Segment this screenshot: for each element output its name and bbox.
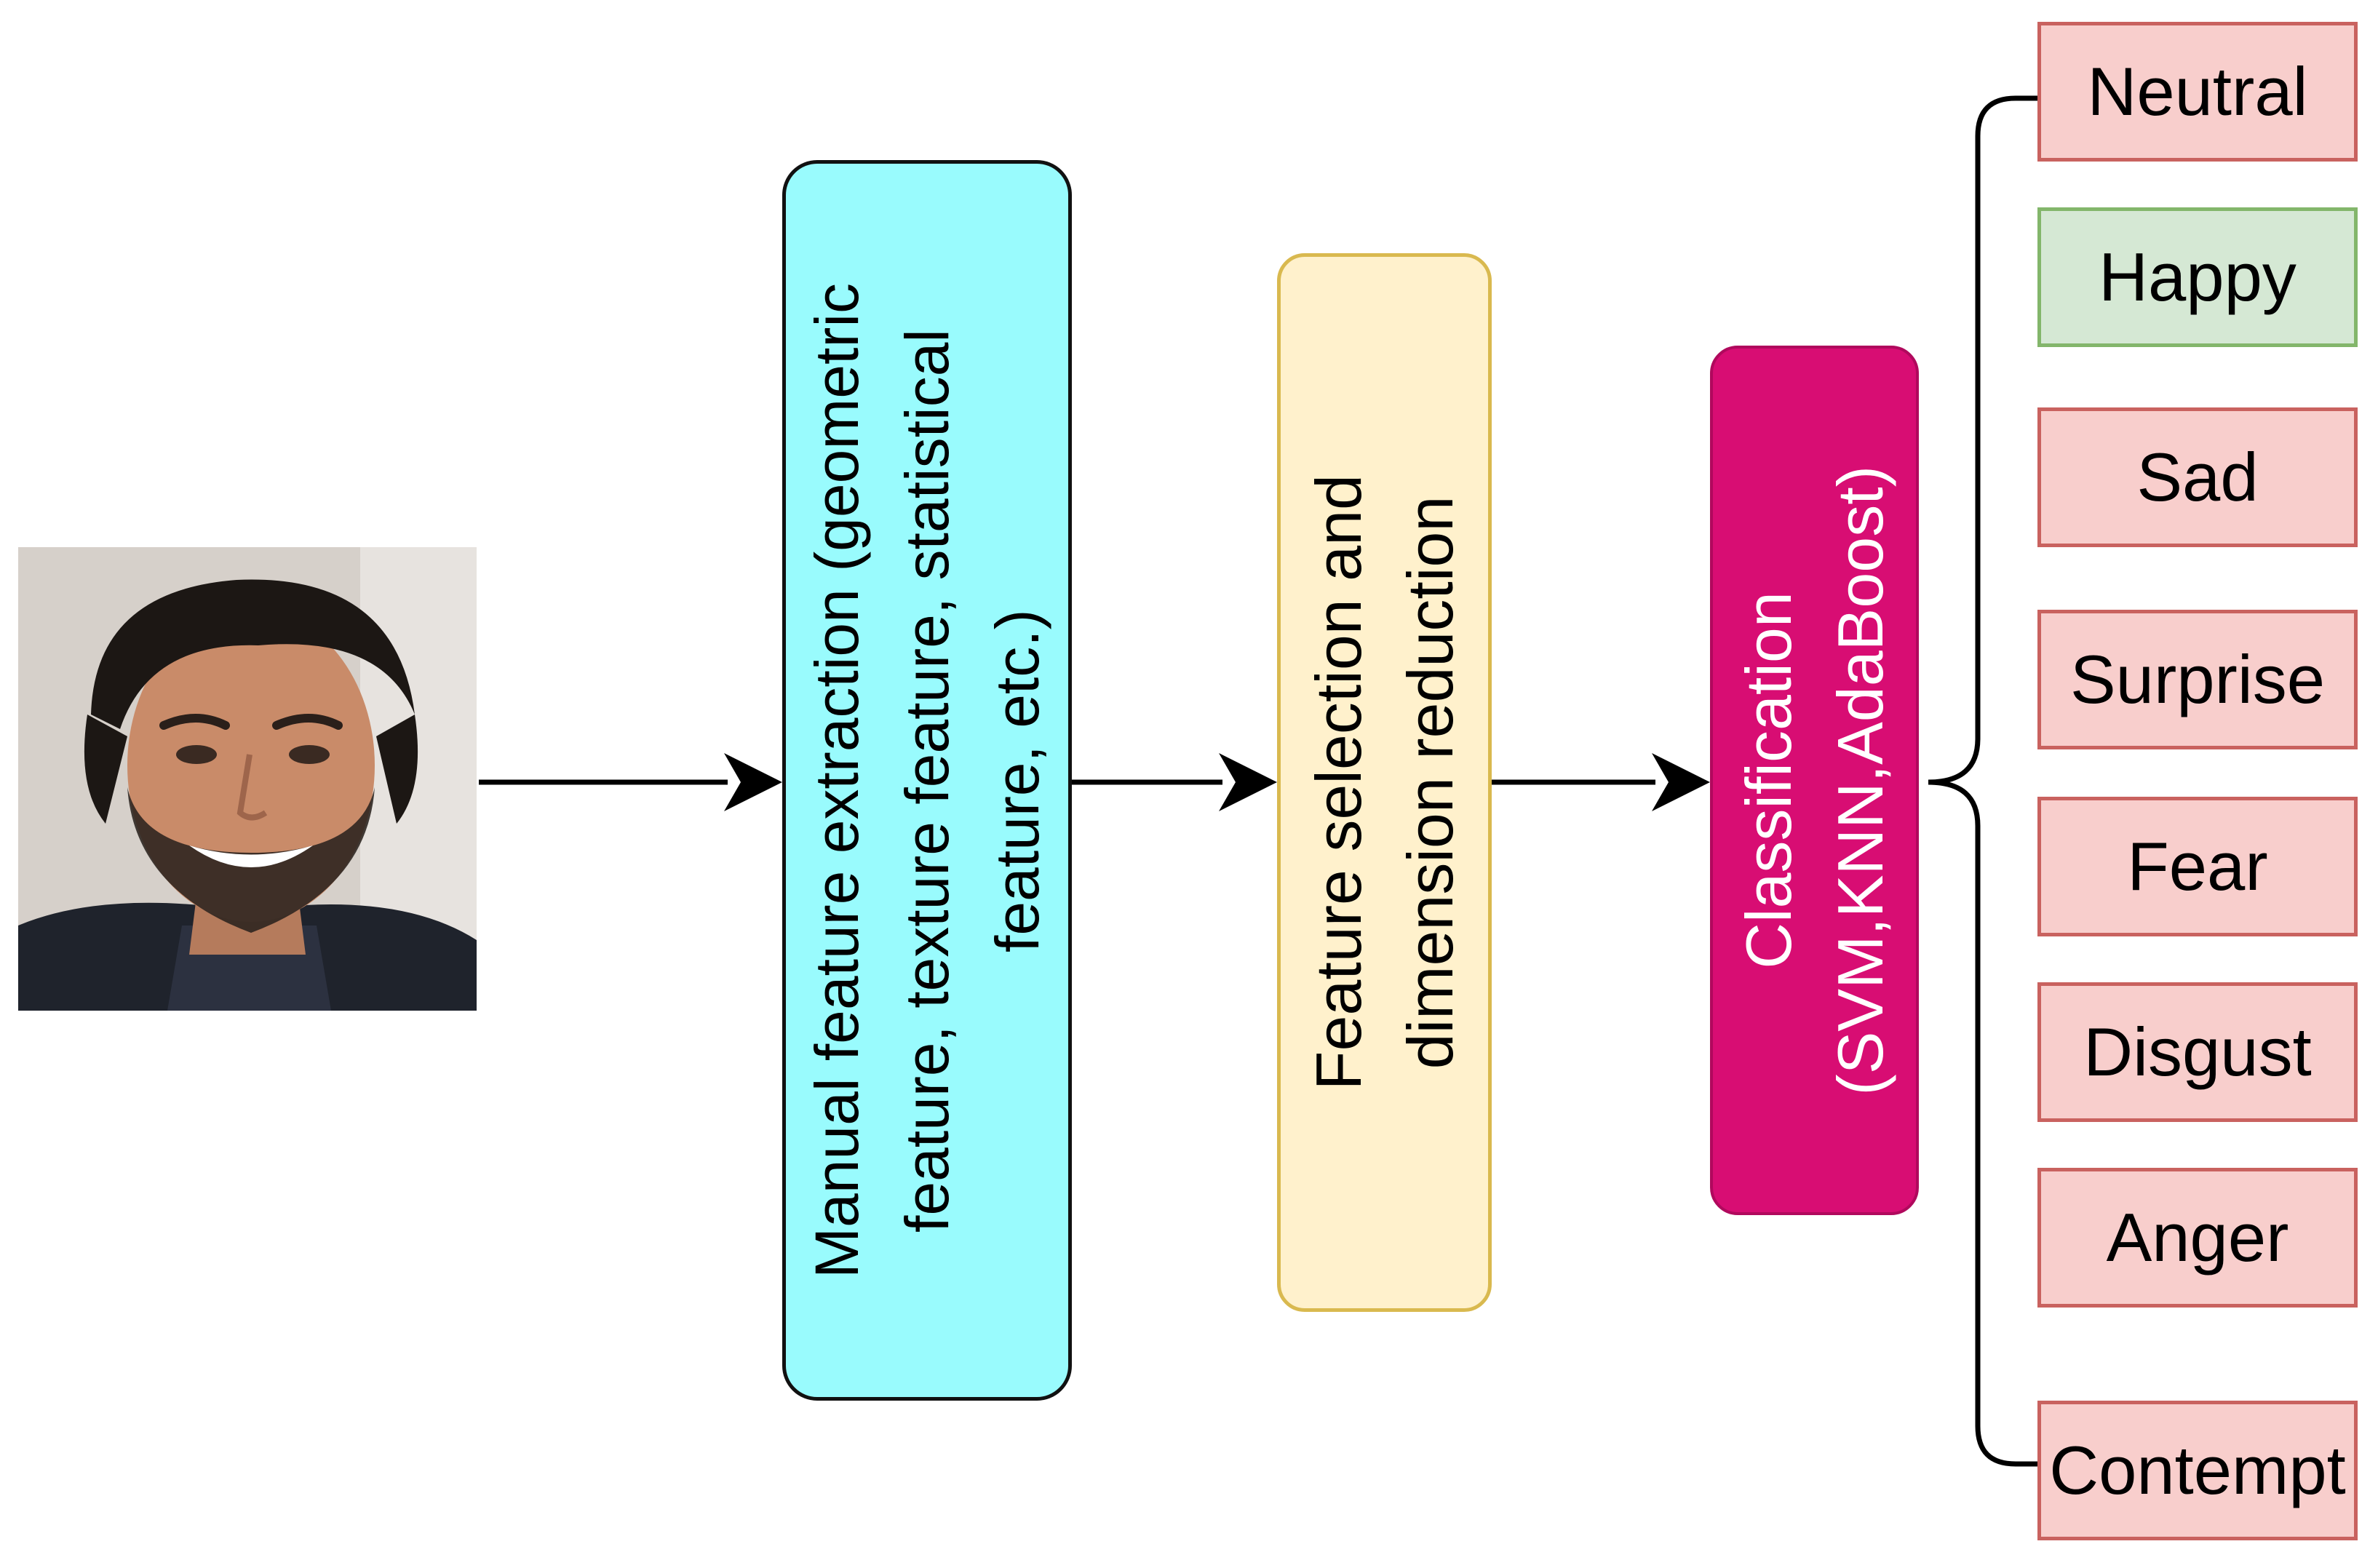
classification-line-1: Classification — [1732, 592, 1805, 969]
curly-brace-icon — [1928, 95, 2037, 1467]
arrow-right-icon — [1219, 753, 1277, 811]
classification-line-2: (SVM,KNN,AdaBoost) — [1824, 465, 1896, 1096]
emotion-box-disgust: Disgust — [2037, 982, 2358, 1122]
manual-line-2: feature, texture feature, statistical — [893, 328, 961, 1233]
manual-feature-extraction-text: Manual feature extraction (geometric fea… — [792, 283, 1062, 1278]
face-photo — [18, 547, 477, 1011]
classification-text: Classification (SVM,KNN,AdaBoost) — [1723, 466, 1906, 1096]
manual-feature-extraction-box: Manual feature extraction (geometric fea… — [782, 160, 1072, 1401]
selection-line-2: dimension reduction — [1393, 496, 1466, 1070]
classification-box: Classification (SVM,KNN,AdaBoost) — [1710, 346, 1919, 1215]
emotion-box-happy: Happy — [2037, 207, 2358, 347]
emotion-box-sad: Sad — [2037, 407, 2358, 547]
manual-line-1: Manual feature extraction (geometric — [803, 282, 871, 1278]
emotion-box-fear: Fear — [2037, 797, 2358, 936]
arrow-photo-to-manual — [479, 753, 782, 811]
arrow-manual-to-selection — [1072, 753, 1277, 811]
feature-selection-box: Feature selection and dimension reductio… — [1277, 253, 1492, 1312]
emotion-box-contempt: Contempt — [2037, 1401, 2358, 1540]
feature-selection-text: Feature selection and dimension reductio… — [1293, 474, 1476, 1090]
emotion-box-anger: Anger — [2037, 1168, 2358, 1308]
arrow-right-icon — [1652, 753, 1710, 811]
emotion-box-surprise: Surprise — [2037, 610, 2358, 749]
face-photo-icon — [18, 547, 477, 1011]
selection-line-1: Feature selection and — [1302, 474, 1375, 1091]
arrow-selection-to-classification — [1492, 753, 1710, 811]
manual-line-3: feature, etc.) — [983, 608, 1051, 952]
arrow-right-icon — [724, 753, 782, 811]
emotion-box-neutral: Neutral — [2037, 22, 2358, 162]
